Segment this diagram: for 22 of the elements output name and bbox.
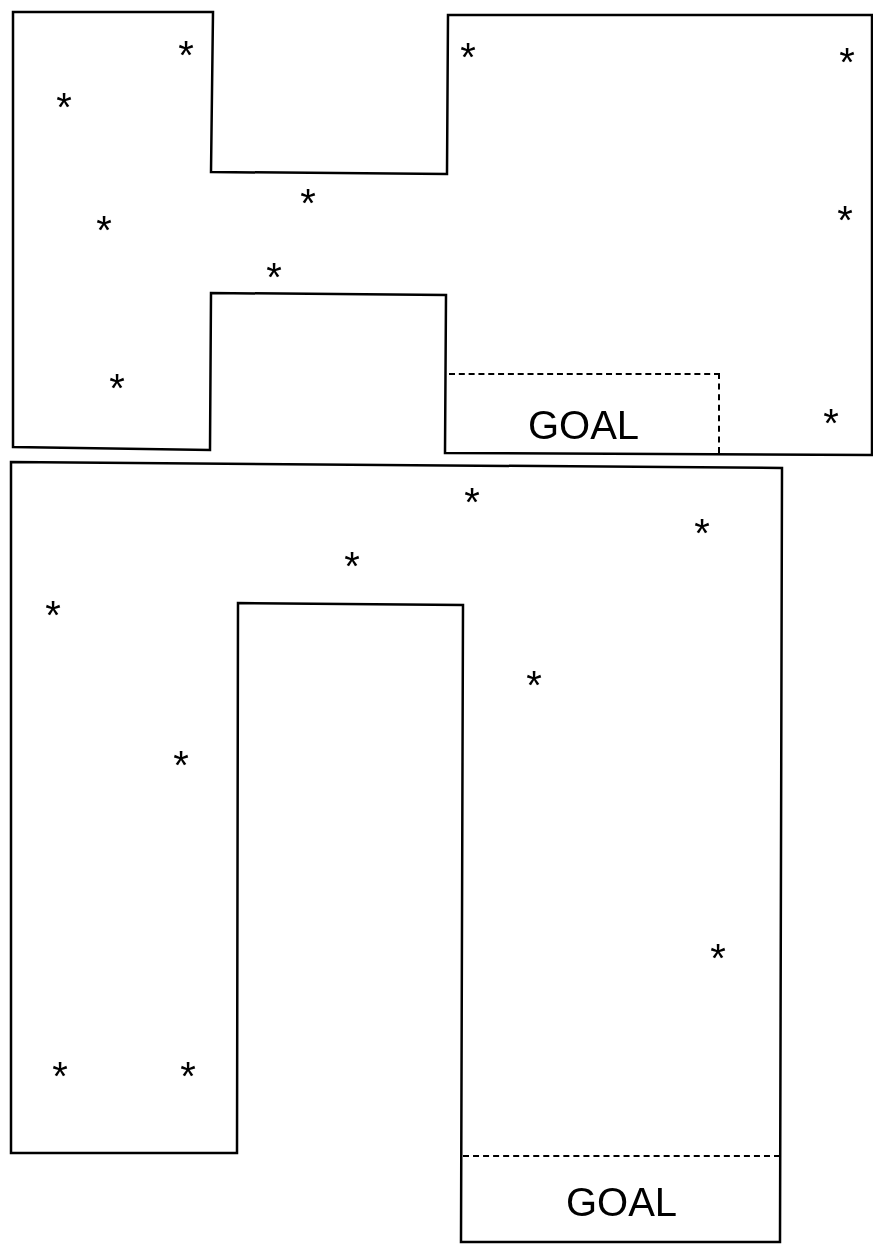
asterisk-marker: * xyxy=(709,938,727,978)
asterisk-marker: * xyxy=(108,368,126,408)
asterisk-marker: * xyxy=(299,183,317,223)
goal-label: GOAL xyxy=(527,401,640,448)
asterisk-marker: * xyxy=(179,1056,197,1096)
asterisk-marker: * xyxy=(265,257,283,297)
asterisk-marker: * xyxy=(343,546,361,586)
asterisk-marker: * xyxy=(51,1056,69,1096)
asterisk-marker: * xyxy=(459,37,477,77)
asterisk-marker: * xyxy=(44,595,62,635)
asterisk-marker: * xyxy=(95,210,113,250)
asterisk-marker: * xyxy=(177,35,195,75)
asterisk-marker: * xyxy=(463,482,481,522)
asterisk-marker: * xyxy=(838,42,856,82)
goal-zone xyxy=(449,373,720,453)
asterisk-marker: * xyxy=(836,200,854,240)
asterisk-marker: * xyxy=(822,403,840,443)
asterisk-marker: * xyxy=(693,513,711,553)
asterisk-marker: * xyxy=(172,745,190,785)
asterisk-marker: * xyxy=(55,87,73,127)
asterisk-marker: * xyxy=(525,665,543,705)
goal-label: GOAL xyxy=(565,1179,678,1225)
